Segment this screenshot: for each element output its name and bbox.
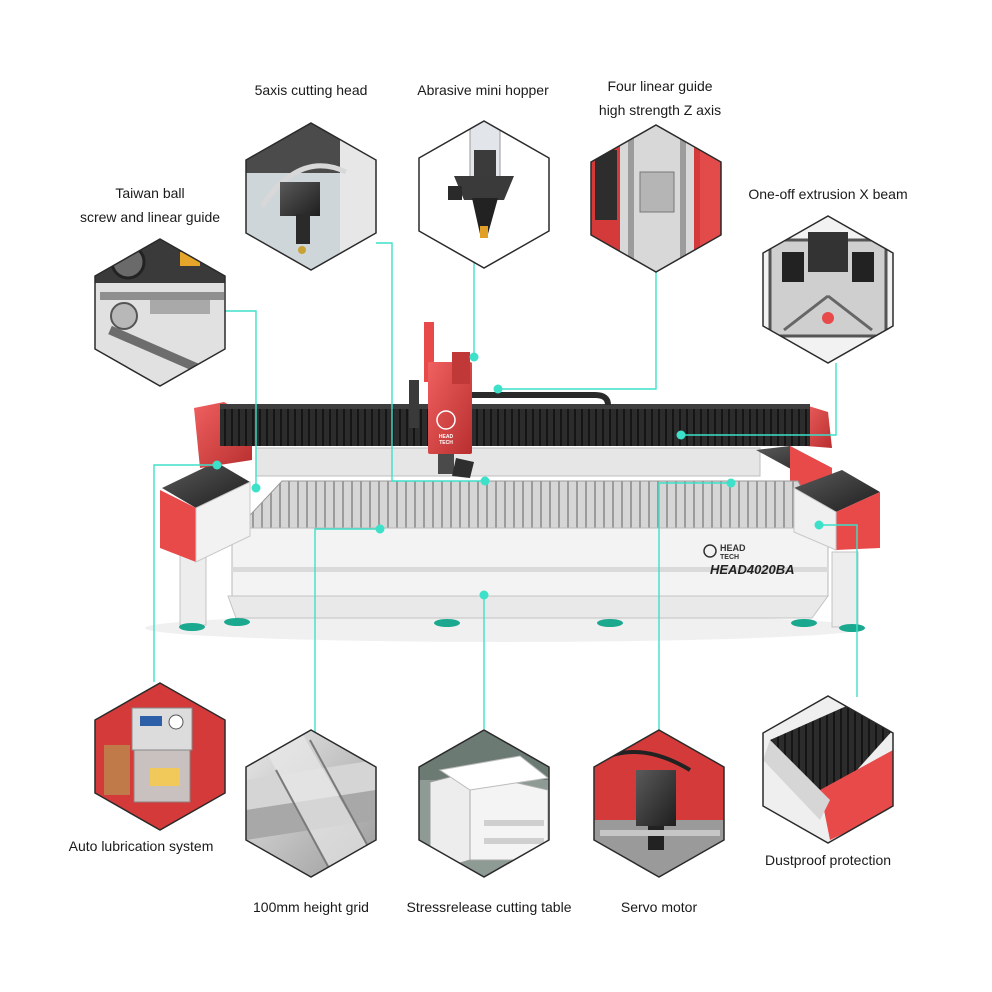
label-x-beam: One-off extrusion X beam bbox=[733, 182, 923, 206]
hexagon-lubrication bbox=[94, 682, 226, 831]
hexagon-table bbox=[418, 729, 550, 878]
leader-cutting-head bbox=[376, 242, 485, 482]
waterjet-machine: HEAD TECH HEAD TECH HEAD4020BA bbox=[145, 322, 880, 642]
label-lubrication-text: Auto lubrication system bbox=[68, 838, 214, 854]
hexagon-hopper bbox=[418, 120, 550, 269]
label-ball-screw-line2: screw and linear guide bbox=[79, 209, 221, 225]
label-table-text: Stressrelease cutting table bbox=[406, 899, 572, 915]
label-z-axis-line1: Four linear guide bbox=[607, 78, 713, 94]
label-x-beam-text: One-off extrusion X beam bbox=[748, 186, 908, 202]
leader-servo bbox=[658, 482, 731, 730]
leader-grid bbox=[314, 528, 380, 734]
label-servo-text: Servo motor bbox=[620, 899, 698, 915]
foot bbox=[179, 623, 205, 631]
hexagon-cutting-head bbox=[245, 122, 377, 271]
hexagon-ball-screw bbox=[94, 238, 226, 387]
label-lubrication: Auto lubrication system bbox=[51, 834, 231, 858]
left-column bbox=[160, 490, 196, 562]
hexagon-x-beam bbox=[762, 215, 894, 364]
svg-text:TECH: TECH bbox=[439, 440, 453, 446]
z-axis-carriage bbox=[428, 362, 472, 454]
label-hopper-text: Abrasive mini hopper bbox=[417, 82, 549, 98]
leader-ball-screw bbox=[225, 310, 257, 488]
foot bbox=[839, 624, 865, 632]
label-ball-screw-line1: Taiwan ball bbox=[115, 185, 185, 201]
label-cutting-head: 5axis cutting head bbox=[231, 78, 391, 102]
leader-lubrication bbox=[153, 464, 217, 682]
svg-text:HEAD: HEAD bbox=[439, 434, 454, 440]
foot bbox=[597, 619, 623, 627]
label-table: Stressrelease cutting table bbox=[394, 895, 584, 919]
svg-text:TECH: TECH bbox=[720, 554, 739, 561]
label-grid: 100mm height grid bbox=[231, 895, 391, 919]
leader-x-beam bbox=[681, 363, 837, 436]
label-cutting-head-text: 5axis cutting head bbox=[254, 82, 368, 98]
foot bbox=[224, 618, 250, 626]
hexagon-dustproof bbox=[762, 695, 894, 844]
label-dustproof: Dustproof protection bbox=[743, 848, 913, 872]
hexagon-z-axis bbox=[590, 124, 722, 273]
foot bbox=[434, 619, 460, 627]
leader-dustproof bbox=[819, 524, 858, 697]
model-number: HEAD4020BA bbox=[710, 562, 795, 577]
label-hopper: Abrasive mini hopper bbox=[393, 78, 573, 102]
foot bbox=[791, 619, 817, 627]
label-grid-text: 100mm height grid bbox=[253, 899, 369, 915]
label-ball-screw: Taiwan ball screw and linear guide bbox=[60, 181, 240, 229]
label-z-axis: Four linear guide high strength Z axis bbox=[570, 74, 750, 122]
leader-z-axis bbox=[498, 272, 657, 390]
leader-lines bbox=[153, 242, 858, 734]
hexagon-servo bbox=[593, 729, 725, 878]
gantry-beam bbox=[220, 404, 810, 446]
label-servo: Servo motor bbox=[599, 895, 719, 919]
hexagon-grid bbox=[245, 729, 377, 878]
cutting-grid bbox=[236, 480, 823, 529]
svg-text:HEAD: HEAD bbox=[720, 543, 746, 553]
right-column bbox=[836, 492, 880, 550]
label-z-axis-line2: high strength Z axis bbox=[598, 102, 722, 118]
label-dustproof-text: Dustproof protection bbox=[764, 852, 892, 868]
callout-dots bbox=[212, 352, 824, 600]
